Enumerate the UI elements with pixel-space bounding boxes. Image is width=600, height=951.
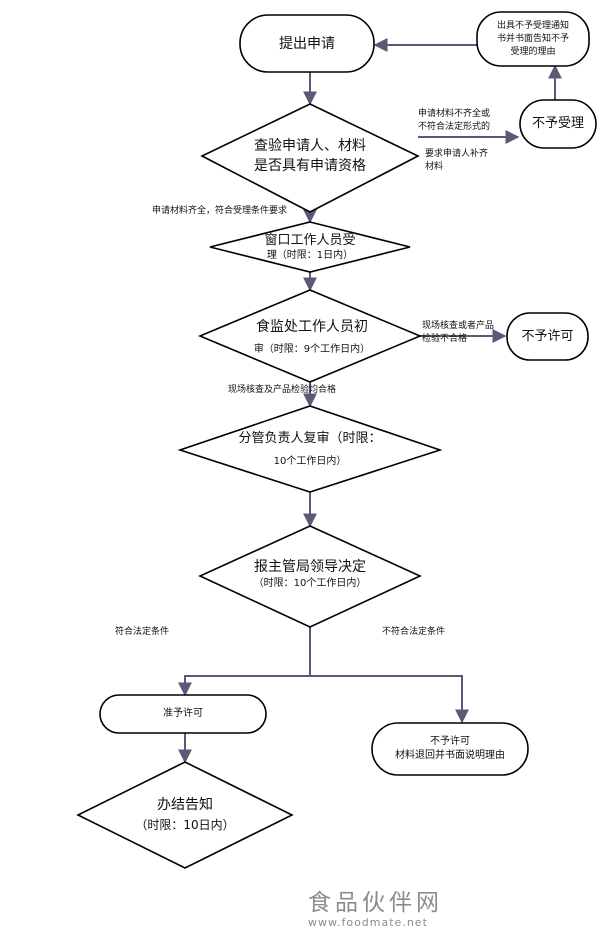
initial-line-2: 审（时限：9个工作日内）	[253, 344, 371, 355]
deny-line-2: 材料退回并书面说明理由	[395, 750, 505, 761]
no-permit-label: 不予许可	[507, 313, 588, 360]
grant-text: 准予许可	[163, 708, 203, 719]
review-node	[177, 405, 443, 493]
deny-node	[371, 722, 529, 776]
initial-label: 食监处工作人员初 审（时限：9个工作日内）	[232, 310, 392, 364]
no-permit-text: 不予许可	[521, 328, 574, 344]
incomplete-line-2: 不符合法定形式的	[418, 122, 491, 132]
submit-label: 提出申请	[240, 15, 374, 72]
window-line-2: 理（时限：1日内）	[266, 249, 354, 261]
no-permit-node	[506, 312, 589, 361]
notify-line-2: （时限：10日内）	[135, 818, 235, 832]
notify-label: 办结告知 （时限：10日内）	[115, 792, 255, 838]
deny-line-1: 不予许可	[430, 736, 470, 747]
decision-line-1: 报主管局领导决定	[254, 559, 366, 575]
no-accept-node	[519, 99, 597, 149]
fail-line-2: 检验不合格	[422, 334, 468, 344]
supplement-line-1: 要求申请人补齐	[425, 149, 489, 159]
edge-split-grant	[178, 675, 310, 697]
decision-node	[198, 525, 422, 628]
reject-notice-node	[476, 11, 590, 67]
initial-line-1: 食监处工作人员初	[256, 319, 368, 335]
no-accept-text: 不予受理	[531, 116, 584, 131]
edge-label-complete: 申请材料齐全，符合受理条件要求	[152, 206, 288, 216]
check-label: 查验申请人、材料 是否具有申请资格	[230, 120, 390, 192]
edge-label-incomplete: 申请材料不齐全或 不符合法定形式的	[418, 108, 490, 134]
review-label: 分管负责人复审（时限： 10个工作日内）	[220, 424, 400, 474]
notify-node	[76, 761, 294, 869]
reject-notice-line-1: 出具不予受理通知	[496, 20, 569, 31]
review-line-1: 分管负责人复审（时限：	[238, 431, 382, 446]
no-accept-label: 不予受理	[520, 100, 596, 148]
supplement-line-2: 材料	[425, 162, 444, 172]
submit-node	[239, 14, 375, 73]
check-line-2: 是否具有申请资格	[254, 158, 366, 174]
check-node	[200, 103, 420, 213]
watermark-name: 食品伙伴网	[308, 890, 443, 916]
decision-line-2: （时限：10个工作日内）	[253, 578, 367, 589]
incomplete-line-1: 申请材料不齐全或	[418, 109, 491, 119]
deny-label: 不予许可 材料退回并书面说明理由	[372, 723, 528, 775]
decision-label: 报主管局领导决定 （时限：10个工作日内）	[230, 552, 390, 596]
initial-node	[197, 289, 423, 383]
grant-node	[99, 694, 267, 734]
edge-label-pass: 现场核查及产品检验均合格	[228, 385, 337, 395]
grant-label: 准予许可	[100, 695, 266, 733]
notify-line-1: 办结告知	[157, 797, 213, 813]
edge-label-fail: 现场核查或者产品 检验不合格	[422, 320, 494, 346]
edge-label-meets: 符合法定条件	[115, 627, 170, 637]
window-node	[209, 221, 411, 273]
watermark: 食品伙伴网 www.foodmate.net	[308, 890, 468, 930]
edge-label-not-meets: 不符合法定条件	[382, 627, 446, 637]
review-line-2: 10个工作日内）	[273, 456, 347, 467]
reject-notice-label: 出具不予受理通知 书并书面告知不予 受理的理由	[477, 12, 589, 66]
reject-notice-line-3: 受理的理由	[510, 46, 556, 57]
reject-notice-line-2: 书并书面告知不予	[496, 33, 569, 44]
window-line-1: 窗口工作人员受	[264, 232, 356, 248]
edge-split-deny	[310, 675, 469, 724]
check-line-1: 查验申请人、材料	[254, 138, 366, 154]
submit-text: 提出申请	[279, 35, 335, 52]
watermark-url: www.foodmate.net	[308, 916, 428, 929]
edge-label-supplement: 要求申请人补齐 材料	[425, 148, 488, 174]
fail-line-1: 现场核查或者产品	[422, 321, 495, 331]
window-label: 窗口工作人员受 理（时限：1日内）	[240, 226, 380, 268]
